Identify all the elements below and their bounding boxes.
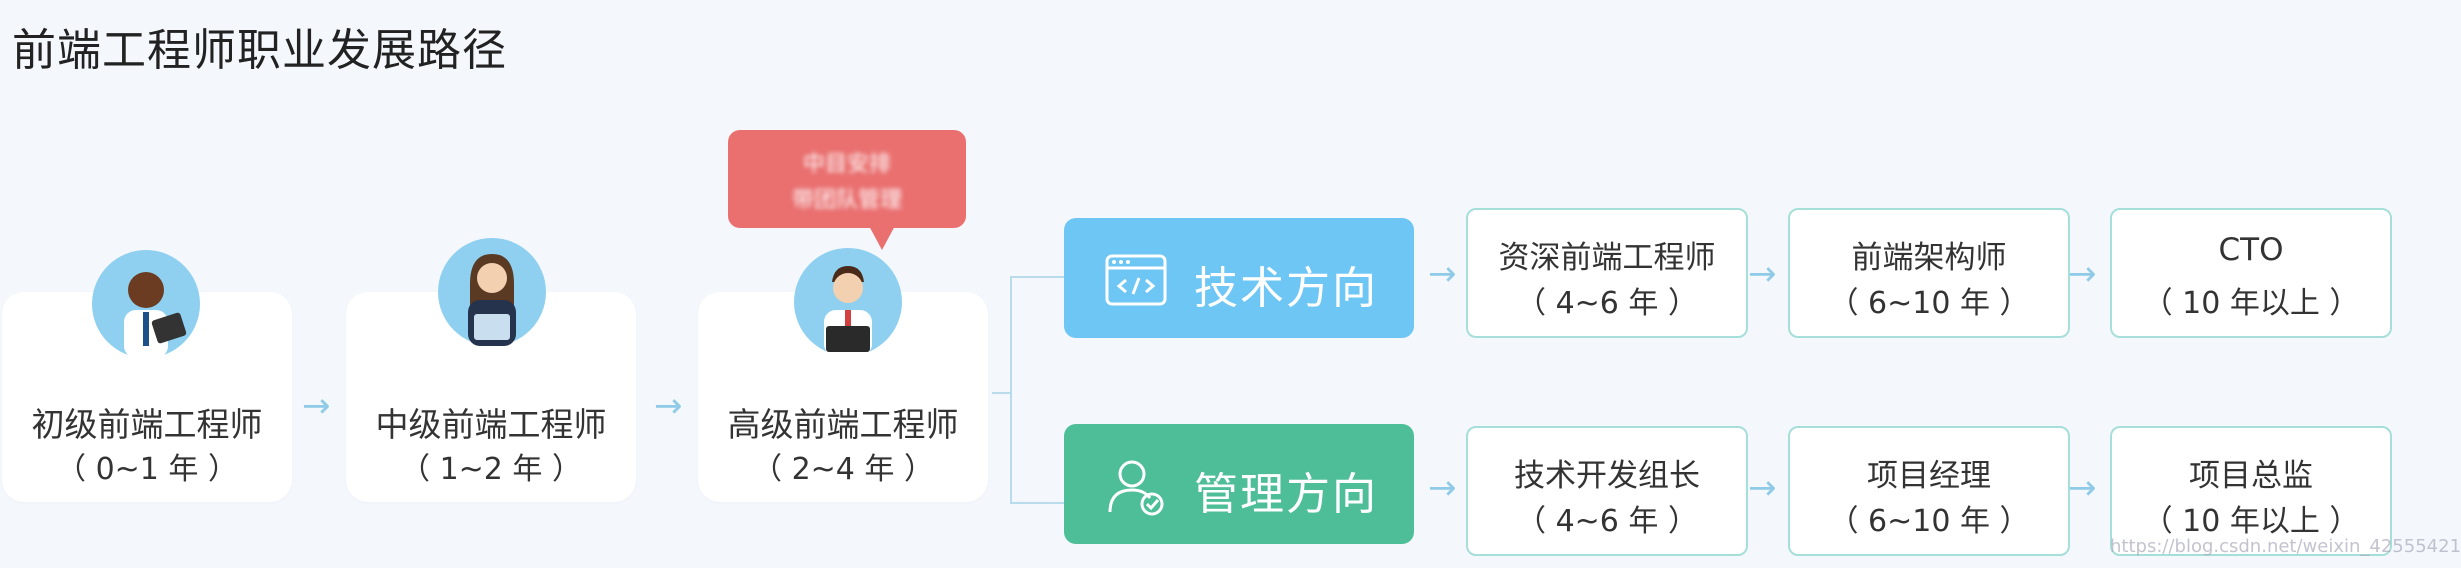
position-years: （ 6~10 年 ）: [1828, 504, 2030, 539]
position-cto: CTO （ 10 年以上 ）: [2110, 208, 2392, 338]
level-years: （ 0~1 年 ）: [56, 452, 238, 487]
level-years: （ 2~4 年 ）: [752, 452, 934, 487]
code-window-icon: [1105, 254, 1167, 306]
level-card-junior: 初级前端工程师 （ 0~1 年 ）: [2, 250, 292, 502]
page-title: 前端工程师职业发展路径: [12, 25, 507, 76]
bubble-text: 中目安排: [802, 152, 891, 177]
position-name: CTO: [2218, 232, 2284, 268]
level-name: 中级前端工程师: [375, 405, 607, 444]
manager-person-icon: [1108, 460, 1164, 516]
arrow-right-icon: →: [302, 386, 331, 426]
position-project-director: 项目总监 （ 10 年以上 ）: [2110, 426, 2392, 556]
position-senior-frontend: 资深前端工程师 （ 4~6 年 ）: [1466, 208, 1748, 338]
position-years: （ 10 年以上 ）: [2142, 504, 2360, 539]
bubble-tail: [868, 224, 896, 250]
arrow-right-icon: →: [1428, 468, 1457, 508]
level-name: 初级前端工程师: [31, 405, 263, 444]
arrow-right-icon: →: [654, 386, 683, 426]
position-name: 项目总监: [2189, 458, 2313, 494]
tech-direction-box: 技术方向: [1064, 218, 1414, 338]
level-card-senior: 高级前端工程师 （ 2~4 年 ）: [698, 248, 988, 502]
branch-connector: [1010, 276, 1064, 278]
level-years: （ 1~2 年 ）: [400, 452, 582, 487]
watermark: https://blog.csdn.net/weixin_42555421: [2110, 536, 2461, 557]
arrow-right-icon: →: [1428, 254, 1457, 294]
arrow-right-icon: →: [2068, 254, 2097, 294]
avatar-junior: [92, 250, 200, 358]
avatar-senior: [794, 248, 902, 356]
mgmt-direction-box: 管理方向: [1064, 424, 1414, 544]
branch-connector: [992, 392, 1010, 394]
branch-connector: [1010, 502, 1064, 504]
position-tech-lead: 技术开发组长 （ 4~6 年 ）: [1466, 426, 1748, 556]
tech-direction-label: 技术方向: [1194, 263, 1378, 314]
arrow-right-icon: →: [2068, 468, 2097, 508]
position-years: （ 6~10 年 ）: [1828, 286, 2030, 321]
level-name: 高级前端工程师: [727, 405, 959, 444]
person-icon: [824, 266, 872, 356]
level-card-mid: 中级前端工程师 （ 1~2 年 ）: [346, 238, 636, 502]
arrow-right-icon: →: [1748, 468, 1777, 508]
person-icon: [468, 254, 516, 346]
position-years: （ 10 年以上 ）: [2142, 286, 2360, 321]
position-years: （ 4~6 年 ）: [1516, 286, 1698, 321]
position-name: 资深前端工程师: [1498, 240, 1716, 276]
position-frontend-architect: 前端架构师 （ 6~10 年 ）: [1788, 208, 2070, 338]
position-name: 项目经理: [1867, 458, 1991, 494]
mgmt-direction-label: 管理方向: [1194, 469, 1378, 520]
position-project-manager: 项目经理 （ 6~10 年 ）: [1788, 426, 2070, 556]
avatar-mid: [438, 238, 546, 346]
person-icon: [124, 272, 187, 358]
bubble-text: 带团队管理: [791, 188, 902, 213]
position-name: 前端架构师: [1851, 240, 2007, 276]
branch-connector: [1010, 276, 1012, 504]
position-name: 技术开发组长: [1514, 458, 1700, 494]
speech-bubble: 中目安排 带团队管理: [728, 130, 966, 228]
arrow-right-icon: →: [1748, 254, 1777, 294]
position-years: （ 4~6 年 ）: [1516, 504, 1698, 539]
